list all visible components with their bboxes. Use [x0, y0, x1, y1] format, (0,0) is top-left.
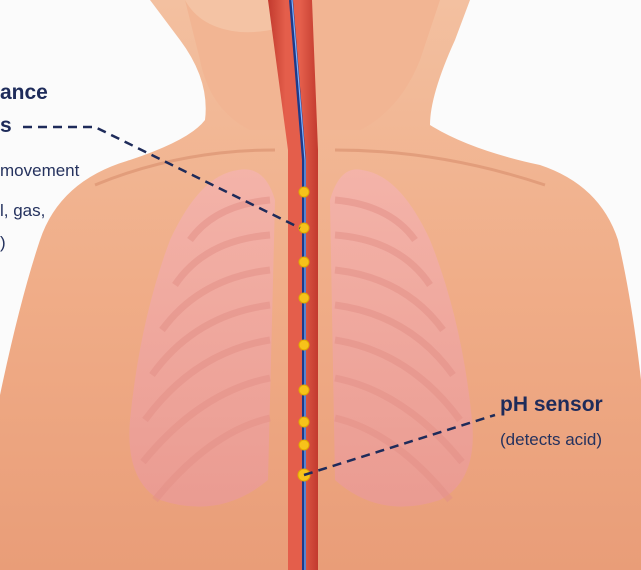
impedance-desc-line1: movement — [0, 161, 79, 181]
sensor-dot — [299, 257, 309, 267]
impedance-label-line2: s — [0, 113, 12, 138]
sensor-dot — [299, 440, 309, 450]
ph-sensor-title: pH sensor — [500, 392, 603, 417]
ph-sensor-desc: (detects acid) — [500, 430, 602, 450]
sensor-dot — [299, 187, 309, 197]
impedance-desc-line2: l, gas, — [0, 201, 45, 221]
sensor-dot — [299, 340, 309, 350]
impedance-label-line1: ance — [0, 80, 48, 105]
sensor-dot — [299, 293, 309, 303]
sensor-dot — [299, 385, 309, 395]
sensor-dot — [299, 417, 309, 427]
impedance-desc-line3: ) — [0, 233, 6, 253]
sensor-dot — [299, 223, 309, 233]
